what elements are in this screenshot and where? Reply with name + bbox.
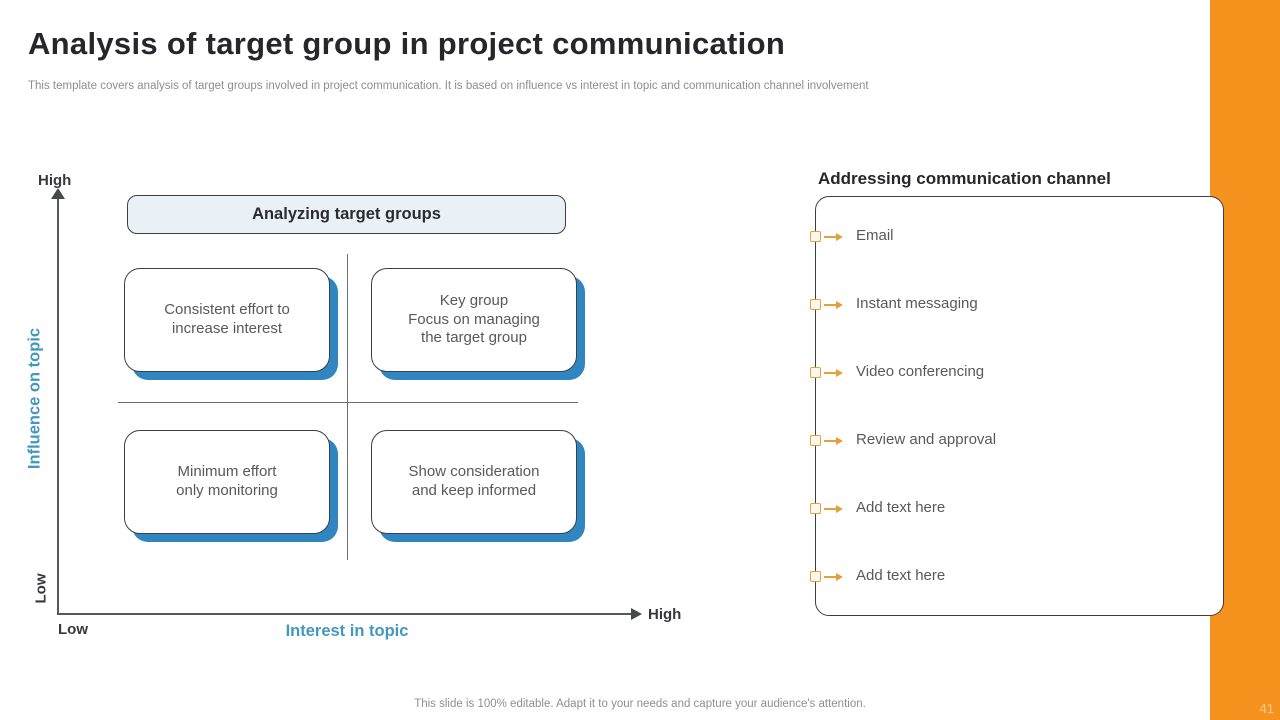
- channel-panel-title: Addressing communication channel: [818, 169, 1111, 188]
- channel-item-placeholder-1[interactable]: Add text here: [810, 497, 1223, 521]
- quadrant-top-right: Key group Focus on managing the target g…: [371, 268, 577, 372]
- channel-item-label: Add text here: [856, 567, 946, 584]
- channel-item-label: Video conferencing: [856, 363, 985, 380]
- square-bullet-icon: [810, 367, 821, 378]
- bullet-arrow-icon: [836, 233, 843, 241]
- square-bullet-icon: [810, 435, 821, 446]
- channel-item-label: Email: [856, 227, 894, 244]
- channel-item-label: Add text here: [856, 499, 946, 516]
- channel-item-review-approval: Review and approval: [810, 429, 1223, 453]
- bullet-arrow-line: [824, 508, 837, 510]
- matrix-divider-vertical: [347, 254, 348, 560]
- channel-item-video-conferencing: Video conferencing: [810, 361, 1223, 385]
- page-number: 41: [1259, 701, 1274, 716]
- channel-panel: Email Instant messaging Video conferenci…: [810, 196, 1224, 616]
- bullet-arrow-line: [824, 440, 837, 442]
- matrix-divider-horizontal: [118, 402, 578, 403]
- bullet-arrow-line: [824, 236, 837, 238]
- channel-item-label: Instant messaging: [856, 295, 978, 312]
- bullet-arrow-icon: [836, 437, 843, 445]
- bullet-arrow-line: [824, 304, 837, 306]
- matrix-header-pill: Analyzing target groups: [127, 195, 566, 234]
- x-axis-low-label: Low: [58, 621, 88, 638]
- x-axis-high-label: High: [648, 606, 682, 623]
- x-axis-title: Interest in topic: [285, 622, 409, 640]
- quadrant-top-left: Consistent effort to increase interest: [124, 268, 330, 372]
- bullet-arrow-icon: [836, 573, 843, 581]
- square-bullet-icon: [810, 571, 821, 582]
- square-bullet-icon: [810, 299, 821, 310]
- bullet-arrow-line: [824, 576, 837, 578]
- slide-footer-note: This slide is 100% editable. Adapt it to…: [414, 698, 866, 710]
- channel-item-label: Review and approval: [856, 431, 997, 448]
- x-axis-arrow-icon: [631, 608, 642, 620]
- y-axis-title: Influence on topic: [25, 327, 44, 470]
- quadrant-bottom-left: Minimum effort only monitoring: [124, 430, 330, 534]
- y-axis-low-label: Low: [32, 573, 50, 604]
- channel-item-placeholder-2[interactable]: Add text here: [810, 565, 1223, 589]
- page-title: Analysis of target group in project comm…: [28, 26, 786, 61]
- y-axis-high-label: High: [38, 172, 72, 189]
- bullet-arrow-icon: [836, 505, 843, 513]
- x-axis-line: [57, 613, 635, 615]
- channel-item-instant-messaging: Instant messaging: [810, 293, 1223, 317]
- quadrant-bottom-right: Show consideration and keep informed: [371, 430, 577, 534]
- y-axis-line: [57, 198, 59, 614]
- square-bullet-icon: [810, 231, 821, 242]
- bullet-arrow-line: [824, 372, 837, 374]
- square-bullet-icon: [810, 503, 821, 514]
- bullet-arrow-icon: [836, 301, 843, 309]
- y-axis-arrow-icon: [51, 188, 65, 199]
- slide-subtitle: This template covers analysis of target …: [28, 80, 869, 92]
- channel-item-email: Email: [810, 225, 1223, 249]
- bullet-arrow-icon: [836, 369, 843, 377]
